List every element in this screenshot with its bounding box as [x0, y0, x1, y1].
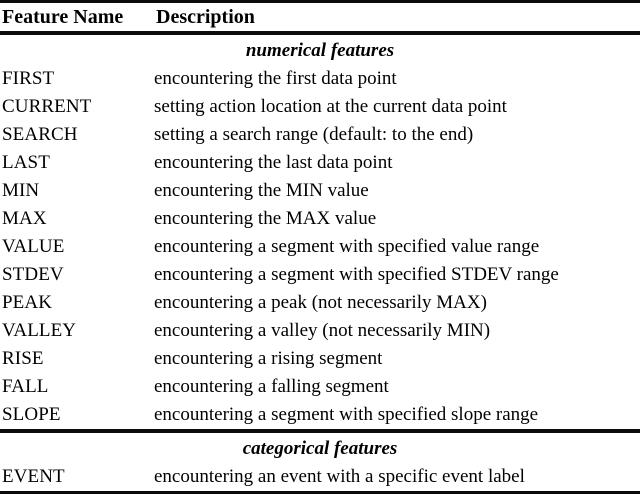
table-row: SLOPE encountering a segment with specif… [0, 401, 640, 431]
feature-description-valley: encountering a valley (not necessarily M… [153, 317, 640, 345]
feature-name-last: LAST [0, 149, 153, 177]
feature-description-rise: encountering a rising segment [153, 345, 640, 373]
table-row: FIRST encountering the first data point [0, 65, 640, 93]
table-row: STDEV encountering a segment with specif… [0, 261, 640, 289]
feature-description-peak: encountering a peak (not necessarily MAX… [153, 289, 640, 317]
table-row: EVENT encountering an event with a speci… [0, 463, 640, 493]
feature-description-fall: encountering a falling segment [153, 373, 640, 401]
section-title-row-numerical: numerical features [0, 35, 640, 66]
table-row: SEARCH setting a search range (default: … [0, 121, 640, 149]
table-row: FALL encountering a falling segment [0, 373, 640, 401]
table-row: MAX encountering the MAX value [0, 205, 640, 233]
feature-description-last: encountering the last data point [153, 149, 640, 177]
table-row: RISE encountering a rising segment [0, 345, 640, 373]
table-container: Feature Name Description numerical featu… [0, 0, 640, 482]
table-row: VALLEY encountering a valley (not necess… [0, 317, 640, 345]
feature-description-value: encountering a segment with specified va… [153, 233, 640, 261]
feature-description-search: setting a search range (default: to the … [153, 121, 640, 149]
feature-name-peak: PEAK [0, 289, 153, 317]
table-row: PEAK encountering a peak (not necessaril… [0, 289, 640, 317]
section-title-row-categorical: categorical features [0, 433, 640, 464]
table-row: CURRENT setting action location at the c… [0, 93, 640, 121]
feature-name-max: MAX [0, 205, 153, 233]
feature-name-current: CURRENT [0, 93, 153, 121]
feature-name-valley: VALLEY [0, 317, 153, 345]
feature-name-fall: FALL [0, 373, 153, 401]
table-row: LAST encountering the last data point [0, 149, 640, 177]
column-header-feature-name: Feature Name [0, 3, 153, 33]
feature-description-current: setting action location at the current d… [153, 93, 640, 121]
feature-name-first: FIRST [0, 65, 153, 93]
feature-name-min: MIN [0, 177, 153, 205]
section-title-categorical: categorical features [0, 433, 640, 464]
feature-description-min: encountering the MIN value [153, 177, 640, 205]
table-row: VALUE encountering a segment with specif… [0, 233, 640, 261]
feature-name-event: EVENT [0, 463, 153, 493]
feature-name-rise: RISE [0, 345, 153, 373]
feature-name-search: SEARCH [0, 121, 153, 149]
feature-name-stdev: STDEV [0, 261, 153, 289]
feature-name-slope: SLOPE [0, 401, 153, 431]
feature-description-max: encountering the MAX value [153, 205, 640, 233]
feature-description-stdev: encountering a segment with specified ST… [153, 261, 640, 289]
column-header-description: Description [153, 3, 640, 33]
section-title-numerical: numerical features [0, 35, 640, 66]
feature-name-value: VALUE [0, 233, 153, 261]
feature-description-slope: encountering a segment with specified sl… [153, 401, 640, 431]
table-row: MIN encountering the MIN value [0, 177, 640, 205]
feature-description-first: encountering the first data point [153, 65, 640, 93]
table-header-row: Feature Name Description [0, 3, 640, 33]
feature-description-event: encountering an event with a specific ev… [153, 463, 640, 493]
